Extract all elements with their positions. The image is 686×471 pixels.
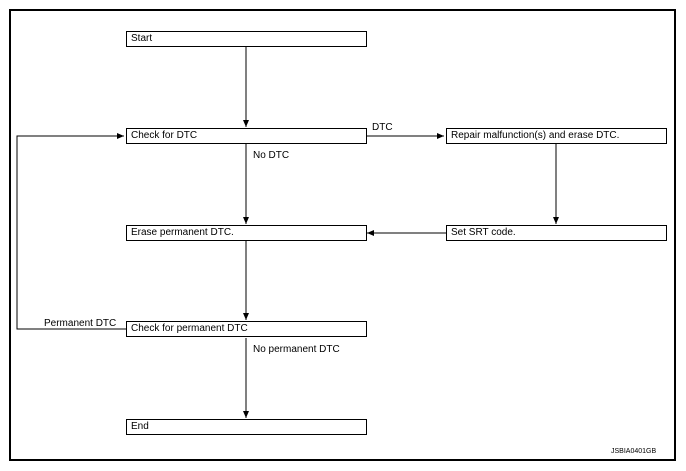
edge-label-no-dtc: No DTC [253,150,290,161]
arrow-permanent-loop-back [16,133,126,330]
set-srt-box: Set SRT code. [446,225,667,241]
check-dtc-box: Check for DTC [126,128,367,144]
start-box: Start [126,31,367,47]
end-box: End [126,419,367,435]
edge-label-no-permanent-dtc: No permanent DTC [253,344,340,355]
edge-label-permanent-dtc: Permanent DTC [44,318,117,329]
repair-box: Repair malfunction(s) and erase DTC. [446,128,667,144]
edge-label-dtc: DTC [372,122,393,133]
figure-code: JSBIA0401GB [611,448,657,455]
diagram-frame [9,9,676,461]
check-permanent-box: Check for permanent DTC [126,321,367,337]
erase-permanent-box: Erase permanent DTC. [126,225,367,241]
